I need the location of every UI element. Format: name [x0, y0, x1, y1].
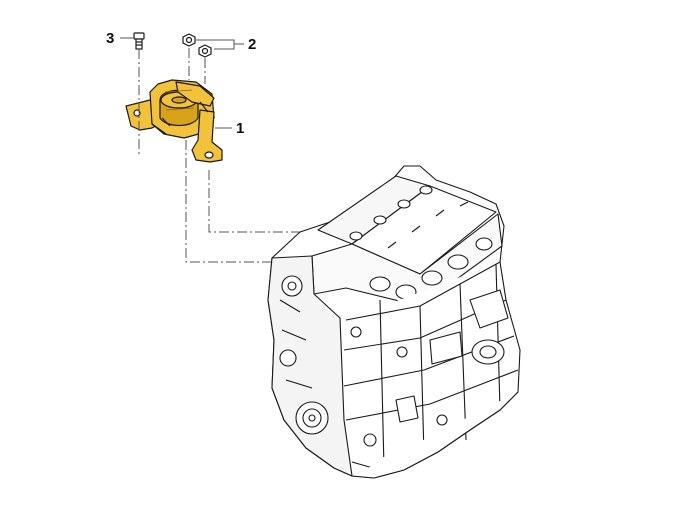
nut-2a	[182, 33, 196, 47]
engine-block	[267, 165, 521, 479]
engine-mount	[125, 79, 223, 163]
bolt-3	[133, 32, 145, 50]
alignment-lines	[138, 48, 320, 263]
callout-2: 2	[248, 36, 256, 53]
leader-2	[196, 39, 244, 50]
nut-2b	[198, 44, 212, 58]
callout-3: 3	[106, 30, 114, 47]
callout-1: 1	[236, 120, 244, 137]
